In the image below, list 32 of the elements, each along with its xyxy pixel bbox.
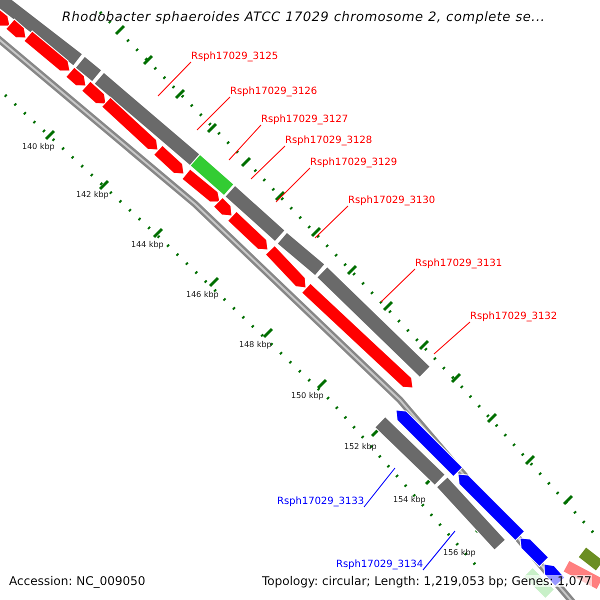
leader-line bbox=[314, 206, 348, 238]
scale-label: 140 kbp bbox=[22, 143, 55, 151]
leader-line bbox=[380, 268, 416, 302]
leader-line bbox=[364, 468, 396, 508]
gene-label: Rsph17029_3128 bbox=[285, 136, 372, 146]
leader-line bbox=[250, 146, 286, 180]
accession-text: Accession: NC_009050 bbox=[9, 575, 146, 587]
gene-label: Rsph17029_3133 bbox=[277, 497, 364, 507]
scale-label: 142 kbp bbox=[76, 191, 109, 199]
scale-label: 148 kbp bbox=[239, 341, 272, 349]
map-title: Rhodobacter sphaeroides ATCC 17029 chromosome 2, complete se... bbox=[62, 11, 546, 24]
gene-label: Rsph17029_3125 bbox=[191, 52, 278, 62]
gene-label: Rsph17029_3134 bbox=[336, 560, 424, 570]
scale-label: 154 kbp bbox=[393, 496, 426, 504]
leader-line bbox=[158, 62, 192, 96]
scale-label: 156 kbp bbox=[443, 549, 476, 557]
scale-label: 146 kbp bbox=[186, 291, 219, 299]
leader-line bbox=[434, 322, 470, 354]
leader-line bbox=[422, 530, 456, 570]
gene-label: Rsph17029_3127 bbox=[261, 115, 348, 125]
leader-line bbox=[228, 124, 262, 160]
gene-label: Rsph17029_3130 bbox=[348, 196, 436, 206]
scale-label: 152 kbp bbox=[344, 443, 377, 451]
gene-label: Rsph17029_3129 bbox=[310, 158, 398, 168]
gene-label: Rsph17029_3132 bbox=[470, 312, 558, 322]
gene-label: Rsph17029_3126 bbox=[230, 87, 318, 97]
genome-info-text: Topology: circular; Length: 1,219,053 bp; Genes: 1,077 bbox=[262, 575, 592, 587]
leader-line bbox=[276, 168, 310, 202]
scale-label: 144 kbp bbox=[131, 241, 164, 249]
gene-label: Rsph17029_3131 bbox=[415, 259, 502, 269]
leader-line bbox=[196, 96, 230, 130]
scale-label: 150 kbp bbox=[291, 392, 324, 400]
